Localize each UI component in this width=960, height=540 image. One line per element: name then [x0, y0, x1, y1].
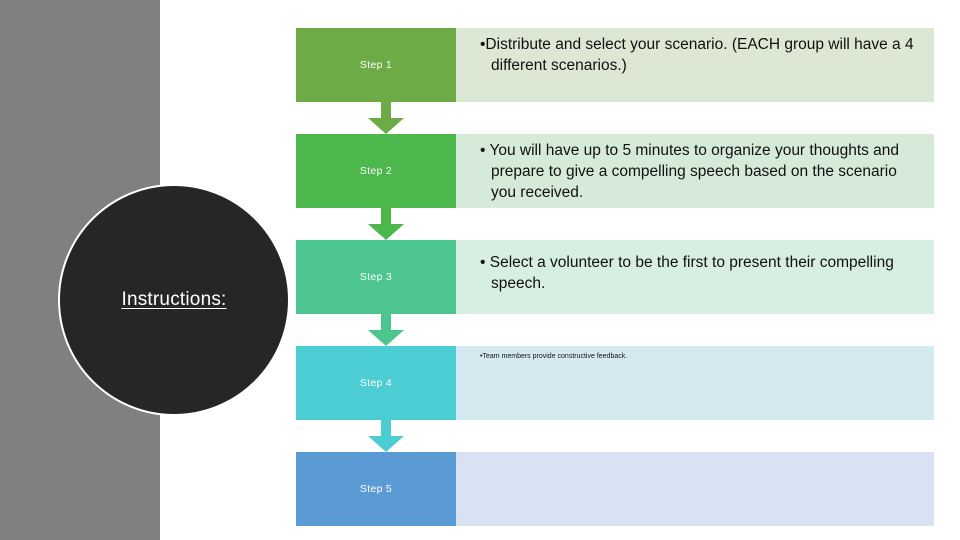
step-content-text-1: •Distribute and select your scenario. (E… [480, 36, 914, 74]
step-content-panel-4: •Team members provide constructive feedb… [456, 346, 934, 420]
step-content-text-2: • You will have up to 5 minutes to organ… [480, 142, 900, 201]
arrow-shaft [381, 208, 391, 226]
step-content-text-4: •Team members provide constructive feedb… [480, 353, 628, 360]
step-box-2[interactable]: Step 2 [296, 134, 456, 208]
step-content-panel-2: • You will have up to 5 minutes to organ… [456, 134, 934, 208]
connector-arrow-2 [368, 208, 404, 240]
step-label-1: Step 1 [359, 59, 393, 71]
step-label-2: Step 2 [359, 165, 393, 177]
instructions-circle: Instructions: [58, 184, 290, 416]
step-box-4[interactable]: Step 4 [296, 346, 456, 420]
step-box-1[interactable]: Step 1 [296, 28, 456, 102]
step-content-panel-3: • Select a volunteer to be the first to … [456, 240, 934, 314]
arrow-shaft [381, 420, 391, 438]
steps-flowchart: Step 1 •Distribute and select your scena… [296, 28, 934, 528]
arrow-shaft [381, 102, 391, 120]
arrow-shaft [381, 314, 391, 332]
arrow-head [368, 224, 404, 240]
step-box-5[interactable]: Step 5 [296, 452, 456, 526]
step-content-panel-5 [456, 452, 934, 526]
step-content-panel-1: •Distribute and select your scenario. (E… [456, 28, 934, 102]
connector-arrow-4 [368, 420, 404, 452]
step-label-5: Step 5 [359, 483, 393, 495]
step-label-3: Step 3 [359, 271, 393, 283]
flow-row-step-3: Step 3 • Select a volunteer to be the fi… [296, 240, 934, 314]
step-label-4: Step 4 [359, 377, 393, 389]
flow-row-step-1: Step 1 •Distribute and select your scena… [296, 28, 934, 102]
arrow-head [368, 330, 404, 346]
flow-row-step-4: Step 4 •Team members provide constructiv… [296, 346, 934, 420]
flow-row-step-2: Step 2 • You will have up to 5 minutes t… [296, 134, 934, 208]
connector-arrow-3 [368, 314, 404, 346]
instructions-title: Instructions: [121, 289, 227, 310]
arrow-head [368, 436, 404, 452]
arrow-head [368, 118, 404, 134]
circle-shape [58, 184, 290, 416]
flow-row-step-5: Step 5 [296, 452, 934, 526]
step-content-text-3: • Select a volunteer to be the first to … [480, 254, 894, 292]
step-box-3[interactable]: Step 3 [296, 240, 456, 314]
connector-arrow-1 [368, 102, 404, 134]
